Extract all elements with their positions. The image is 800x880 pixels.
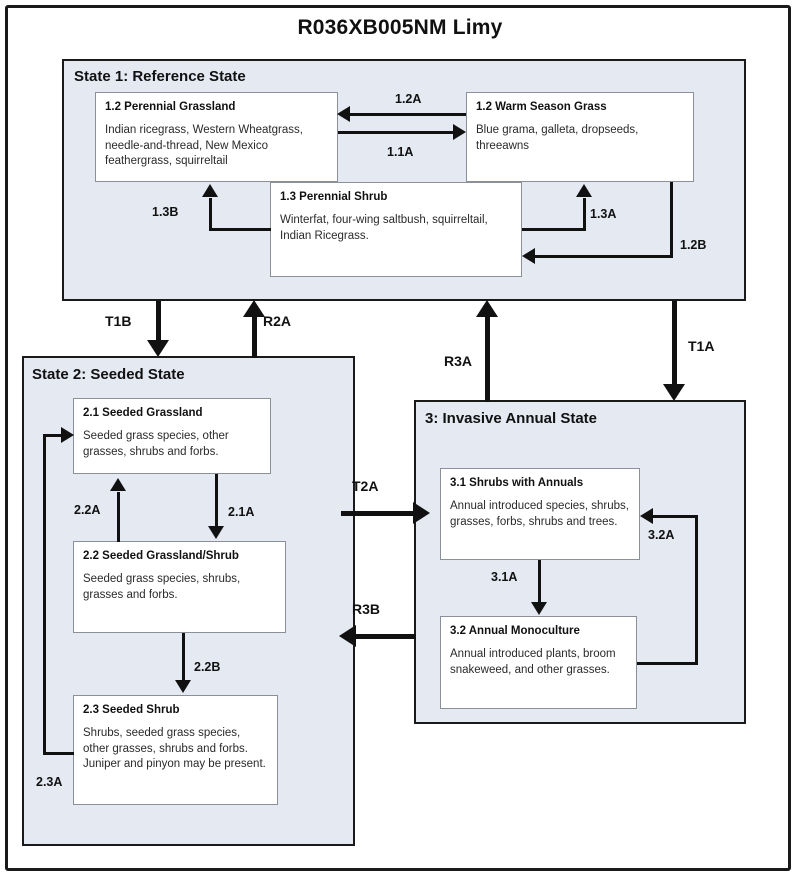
arrow-label-T2A: T2A [352,478,379,494]
arrow-line-2-3A-top [43,434,61,437]
arrow-label-2-1A: 2.1A [228,505,255,519]
arrow-line-1-2A [350,113,466,116]
phase-title-seeded-grassland-shrub: 2.2 Seeded Grassland/Shrub [83,550,239,562]
arrow-head-R3B [339,625,356,647]
phase-title-annual-monoculture: 3.2 Annual Monoculture [450,625,580,637]
phase-desc-seeded-grassland: Seeded grass species, other grasses, shr… [83,430,229,458]
arrow-label-T1B: T1B [105,313,132,329]
arrow-line-3-2A-bottom [637,662,698,665]
arrow-label-3-2A: 3.2A [648,528,675,542]
arrow-head-1-2A [337,106,350,122]
phase-box-warm-season-grass[interactable]: 1.2 Warm Season Grass Blue grama, gallet… [466,92,694,182]
arrow-head-1-1A [453,124,466,140]
arrow-line-1-3A-vertical [583,198,586,231]
arrow-head-3-2A [640,508,653,524]
arrow-head-T1B [147,340,169,357]
phase-title-seeded-shrub: 2.3 Seeded Shrub [83,704,180,716]
arrow-label-2-2B: 2.2B [194,660,221,674]
arrow-head-T2A [413,502,430,524]
phase-desc-perennial-grassland: Indian ricegrass, Western Wheatgrass, ne… [105,124,303,167]
arrow-head-2-2B [175,680,191,693]
arrow-line-1-1A [338,131,453,134]
phase-title-perennial-grassland: 1.2 Perennial Grassland [105,101,236,113]
arrow-label-R3B: R3B [352,601,381,617]
arrow-line-2-3A-vertical [43,434,46,755]
arrow-line-3-1A [538,560,541,602]
arrow-line-1-2B-vertical [670,182,673,258]
arrow-line-1-3B-vertical [209,198,212,231]
arrow-line-2-2A [117,492,120,542]
arrow-line-1-2B-horizontal [535,255,673,258]
phase-box-perennial-grassland[interactable]: 1.2 Perennial Grassland Indian ricegrass… [95,92,338,182]
phase-desc-seeded-grassland-shrub: Seeded grass species, shrubs, grasses an… [83,573,241,601]
phase-title-seeded-grassland: 2.1 Seeded Grassland [83,407,203,419]
arrow-label-2-3A: 2.3A [36,775,63,789]
arrow-label-3-1A: 3.1A [491,570,518,584]
arrow-head-2-1A [208,526,224,539]
arrow-label-R2A: R2A [263,313,292,329]
phase-title-shrubs-with-annuals: 3.1 Shrubs with Annuals [450,477,584,489]
phase-box-perennial-shrub[interactable]: 1.3 Perennial Shrub Winterfat, four-wing… [270,182,522,277]
arrow-head-1-3B [202,184,218,197]
phase-desc-seeded-shrub: Shrubs, seeded grass species, other gras… [83,727,266,770]
arrow-line-2-2B [182,633,185,680]
state-title-invasive-annual-state: 3: Invasive Annual State [425,410,598,427]
arrow-line-1-3A-horizontal [522,228,585,231]
arrow-label-R3A: R3A [444,353,473,369]
phase-box-seeded-shrub[interactable]: 2.3 Seeded Shrub Shrubs, seeded grass sp… [73,695,278,805]
phase-box-seeded-grassland[interactable]: 2.1 Seeded Grassland Seeded grass specie… [73,398,271,474]
arrow-line-T2A [341,511,415,516]
arrow-label-2-2A: 2.2A [74,503,101,517]
arrow-label-1-2A: 1.2A [395,92,422,106]
page-title: R036XB005NM Limy [297,16,503,39]
arrow-line-2-3A-bottom [43,752,74,755]
arrow-line-1-3B-horizontal [209,228,271,231]
arrow-line-T1B [156,301,161,341]
phase-title-warm-season-grass: 1.2 Warm Season Grass [476,101,607,113]
phase-desc-annual-monoculture: Annual introduced plants, broom snakewee… [450,648,616,676]
state-title-reference-state: State 1: Reference State [74,68,246,85]
phase-title-perennial-shrub: 1.3 Perennial Shrub [280,191,388,203]
arrow-head-R3A [476,300,498,317]
arrow-head-2-3A [61,427,74,443]
arrow-line-R2A [252,316,257,358]
phase-box-shrubs-with-annuals[interactable]: 3.1 Shrubs with Annuals Annual introduce… [440,468,640,560]
arrow-head-1-3A [576,184,592,197]
arrow-label-1-2B: 1.2B [680,238,707,252]
arrow-line-R3B [356,634,416,639]
arrow-line-R3A [485,316,490,402]
arrow-line-3-2A-vertical [695,515,698,665]
phase-desc-warm-season-grass: Blue grama, galleta, dropseeds, threeawn… [476,124,639,152]
arrow-label-1-3A: 1.3A [590,207,617,221]
arrow-head-3-1A [531,602,547,615]
phase-desc-perennial-shrub: Winterfat, four-wing saltbush, squirrelt… [280,214,488,242]
arrow-line-3-2A-top [653,515,698,518]
arrow-line-T1A [672,301,677,385]
phase-box-annual-monoculture[interactable]: 3.2 Annual Monoculture Annual introduced… [440,616,637,709]
phase-box-seeded-grassland-shrub[interactable]: 2.2 Seeded Grassland/Shrub Seeded grass … [73,541,286,633]
arrow-label-1-3B: 1.3B [152,205,179,219]
arrow-head-R2A [243,300,265,317]
state-title-seeded-state: State 2: Seeded State [32,366,185,383]
arrow-label-1-1A: 1.1A [387,145,414,159]
arrow-line-2-1A [215,474,218,526]
arrow-head-2-2A [110,478,126,491]
arrow-label-T1A: T1A [688,338,715,354]
arrow-head-1-2B [522,248,535,264]
phase-desc-shrubs-with-annuals: Annual introduced species, shrubs, grass… [450,500,629,528]
arrow-head-T1A [663,384,685,401]
